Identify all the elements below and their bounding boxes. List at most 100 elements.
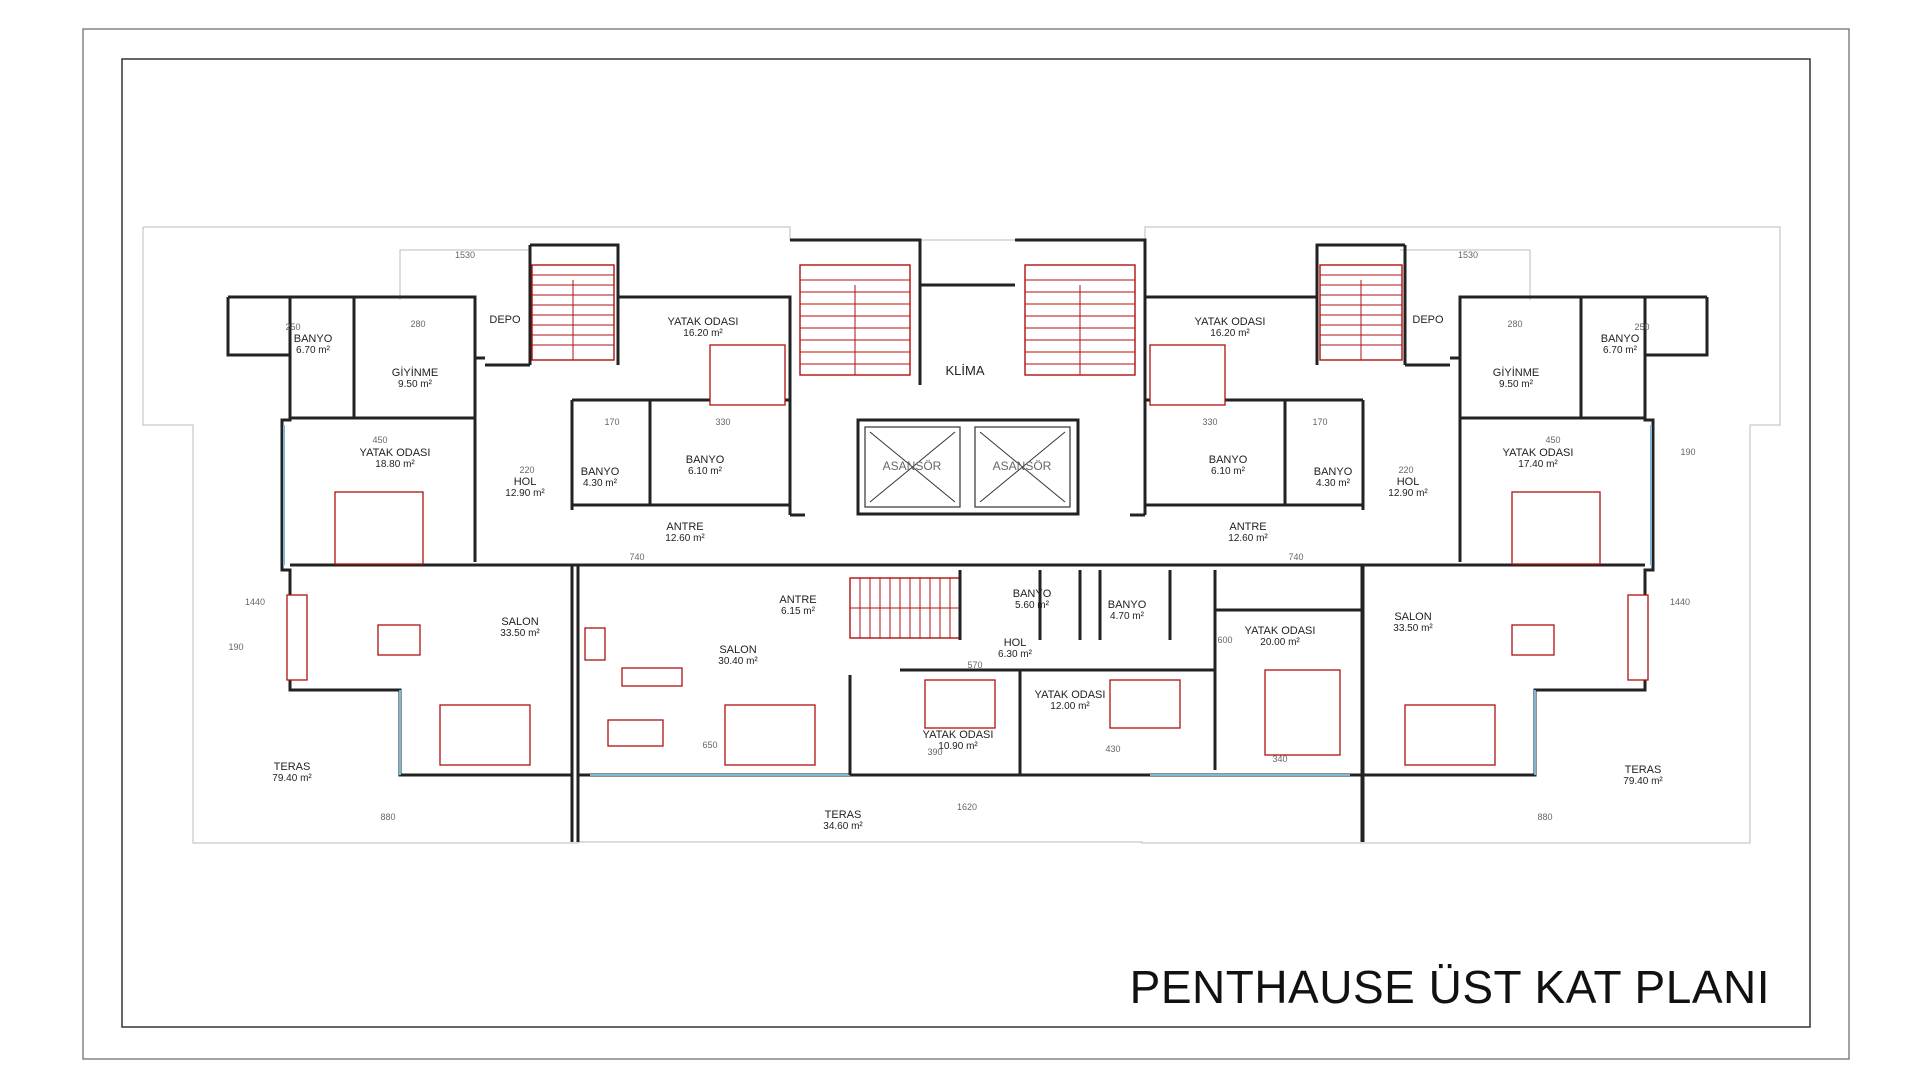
svg-text:280: 280 xyxy=(410,319,425,329)
svg-text:340: 340 xyxy=(1272,754,1287,764)
sofa-center xyxy=(724,704,816,766)
svg-text:12.60 m²: 12.60 m² xyxy=(665,533,705,544)
label-banyo-master-left: BANYO xyxy=(294,333,333,345)
center-core-walls xyxy=(790,238,1147,567)
dimension-labels: 1530 1530 280 280 250 250 450 450 220 22… xyxy=(228,250,1695,822)
svg-text:6.30 m²: 6.30 m² xyxy=(998,649,1033,660)
room-labels-left: BANYO 6.70 m² GİYİNME 9.50 m² DEPO YATAK… xyxy=(272,314,738,784)
svg-text:YATAK ODASI: YATAK ODASI xyxy=(1035,689,1106,701)
svg-text:BANYO: BANYO xyxy=(1013,588,1052,600)
plan-title: PENTHAUSE ÜST KAT PLANI xyxy=(1129,961,1770,1013)
stair-left-small xyxy=(531,264,615,361)
svg-text:740: 740 xyxy=(629,552,644,562)
svg-text:KLİMA: KLİMA xyxy=(945,363,984,378)
svg-text:250: 250 xyxy=(285,322,300,332)
svg-text:1530: 1530 xyxy=(455,250,475,260)
svg-text:79.40 m²: 79.40 m² xyxy=(272,773,312,784)
svg-text:6.70 m²: 6.70 m² xyxy=(296,345,331,356)
svg-text:YATAK ODASI: YATAK ODASI xyxy=(1195,316,1266,328)
svg-text:SALON: SALON xyxy=(1394,611,1431,623)
svg-text:18.80 m²: 18.80 m² xyxy=(375,459,415,470)
svg-text:HOL: HOL xyxy=(514,476,537,488)
svg-text:280: 280 xyxy=(1507,319,1522,329)
svg-text:BANYO: BANYO xyxy=(581,466,620,478)
svg-text:GİYİNME: GİYİNME xyxy=(392,366,438,379)
svg-text:BANYO: BANYO xyxy=(1601,333,1640,345)
svg-text:GİYİNME: GİYİNME xyxy=(1493,366,1539,379)
svg-text:BANYO: BANYO xyxy=(1108,599,1147,611)
svg-text:30.40 m²: 30.40 m² xyxy=(718,656,758,667)
kitchen-right xyxy=(1627,594,1649,681)
svg-text:1620: 1620 xyxy=(957,802,977,812)
svg-text:570: 570 xyxy=(967,660,982,670)
svg-text:5.60 m²: 5.60 m² xyxy=(1015,600,1050,611)
svg-text:TERAS: TERAS xyxy=(1625,764,1662,776)
svg-text:12.90 m²: 12.90 m² xyxy=(505,488,545,499)
outer-frame xyxy=(82,28,1850,1060)
svg-text:650: 650 xyxy=(702,740,717,750)
left-unit-walls xyxy=(226,243,792,842)
svg-text:9.50 m²: 9.50 m² xyxy=(398,379,433,390)
svg-text:6.15 m²: 6.15 m² xyxy=(781,606,816,617)
svg-text:6.10 m²: 6.10 m² xyxy=(688,466,723,477)
kitchen-left xyxy=(286,594,308,681)
svg-text:ANTRE: ANTRE xyxy=(779,594,816,606)
svg-text:10.90 m²: 10.90 m² xyxy=(938,741,978,752)
svg-text:330: 330 xyxy=(715,417,730,427)
bed-center-1 xyxy=(924,679,996,729)
svg-text:880: 880 xyxy=(1537,812,1552,822)
svg-text:BANYO: BANYO xyxy=(686,454,725,466)
svg-text:ASANSÖR: ASANSÖR xyxy=(883,459,942,473)
svg-text:1530: 1530 xyxy=(1458,250,1478,260)
right-unit-walls xyxy=(1143,243,1709,842)
svg-text:YATAK ODASI: YATAK ODASI xyxy=(668,316,739,328)
svg-text:190: 190 xyxy=(228,642,243,652)
svg-text:YATAK ODASI: YATAK ODASI xyxy=(1503,447,1574,459)
svg-text:34.60 m²: 34.60 m² xyxy=(823,821,863,832)
svg-text:17.40 m²: 17.40 m² xyxy=(1518,459,1558,470)
svg-text:600: 600 xyxy=(1217,635,1232,645)
svg-text:ASANSÖR: ASANSÖR xyxy=(993,459,1052,473)
svg-text:HOL: HOL xyxy=(1397,476,1420,488)
bed-left-top xyxy=(709,344,786,406)
furniture xyxy=(286,344,1649,766)
svg-text:190: 190 xyxy=(1680,447,1695,457)
svg-text:33.50 m²: 33.50 m² xyxy=(1393,623,1433,634)
svg-text:330: 330 xyxy=(1202,417,1217,427)
svg-text:880: 880 xyxy=(380,812,395,822)
stair-center-lower xyxy=(849,577,961,639)
svg-text:BANYO: BANYO xyxy=(1209,454,1248,466)
svg-text:12.00 m²: 12.00 m² xyxy=(1050,701,1090,712)
svg-text:6.10 m²: 6.10 m² xyxy=(1211,466,1246,477)
svg-text:ANTRE: ANTRE xyxy=(1229,521,1266,533)
inner-frame xyxy=(121,58,1811,1028)
kitchen-center-sink xyxy=(584,627,606,661)
svg-text:YATAK ODASI: YATAK ODASI xyxy=(923,729,994,741)
svg-text:20.00 m²: 20.00 m² xyxy=(1260,637,1300,648)
svg-text:220: 220 xyxy=(519,465,534,475)
svg-text:430: 430 xyxy=(1105,744,1120,754)
elevator-2 xyxy=(974,426,1071,508)
svg-text:DEPO: DEPO xyxy=(489,314,521,326)
svg-text:12.60 m²: 12.60 m² xyxy=(1228,533,1268,544)
svg-text:16.20 m²: 16.20 m² xyxy=(1210,328,1250,339)
svg-text:SALON: SALON xyxy=(501,616,538,628)
svg-text:4.70 m²: 4.70 m² xyxy=(1110,611,1145,622)
svg-text:4.30 m²: 4.30 m² xyxy=(583,478,618,489)
svg-text:220: 220 xyxy=(1398,465,1413,475)
stair-center-left xyxy=(799,264,911,376)
svg-text:TERAS: TERAS xyxy=(274,761,311,773)
svg-text:9.50 m²: 9.50 m² xyxy=(1499,379,1534,390)
table-right xyxy=(1511,624,1555,656)
table-left xyxy=(377,624,421,656)
sofa-right xyxy=(1404,704,1496,766)
svg-text:TERAS: TERAS xyxy=(825,809,862,821)
room-labels-shared: KLİMA ASANSÖR ASANSÖR xyxy=(883,363,1052,473)
svg-text:SALON: SALON xyxy=(719,644,756,656)
svg-text:YATAK ODASI: YATAK ODASI xyxy=(1245,625,1316,637)
bed-center-2 xyxy=(1109,679,1181,729)
elevator-1 xyxy=(864,426,961,508)
bed-right-master xyxy=(1511,491,1601,565)
